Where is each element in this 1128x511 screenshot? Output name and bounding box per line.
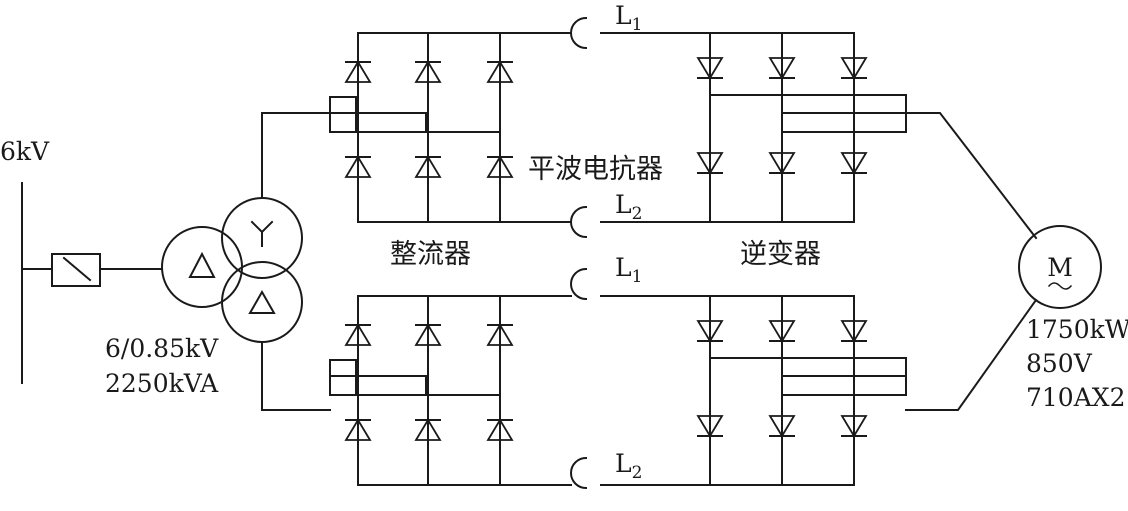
motor-voltage-label: 850V: [1026, 349, 1093, 378]
reactor-label: 平波电抗器: [528, 154, 663, 185]
rectifier-ac-input-bus: [329, 359, 357, 396]
diode-icon: [696, 152, 724, 175]
rectifier-ac-input-bus: [329, 375, 427, 396]
transformer-top-output-wire: [261, 112, 331, 199]
diode-icon: [768, 415, 796, 438]
diode-icon: [344, 418, 372, 441]
diode-icon: [768, 152, 796, 175]
motor-tilde-icon: [1047, 282, 1073, 290]
diode-icon: [768, 320, 796, 343]
diode-icon: [414, 418, 442, 441]
reactor-l2-bottom-coil: [570, 456, 588, 490]
rectifier-ac-input-bus: [329, 96, 357, 133]
diode-icon: [486, 155, 514, 178]
diode-icon: [840, 152, 868, 175]
diode-icon: [486, 418, 514, 441]
rectifier-label: 整流器: [390, 239, 471, 270]
reactor-l1-bottom-coil: [570, 267, 588, 301]
wye-symbol-icon: [250, 220, 274, 234]
inverter-label: 逆变器: [740, 239, 821, 270]
breaker-box: [51, 253, 101, 287]
diode-icon: [414, 323, 442, 346]
motor-symbol-label: M: [1047, 253, 1073, 282]
diode-icon: [344, 60, 372, 83]
diode-icon: [486, 60, 514, 83]
diode-icon: [414, 155, 442, 178]
motor-power-label: 1750kW: [1026, 315, 1128, 344]
motor-circle: [1018, 225, 1102, 309]
reactor-l1-top-label: L1: [615, 1, 642, 35]
reactor-l1-bottom-label: L1: [615, 253, 642, 287]
diode-icon: [840, 320, 868, 343]
inverter-ac-output-bus: [781, 112, 907, 133]
transformer-ratio-label: 6/0.85kV: [105, 334, 219, 363]
diode-icon: [696, 320, 724, 343]
rectifier-ac-input-bus: [329, 112, 427, 133]
diode-icon: [696, 415, 724, 438]
bus-voltage-label: 6kV: [0, 137, 50, 166]
diode-icon: [486, 323, 514, 346]
breaker-switch-blade: [62, 256, 92, 282]
delta-symbol-icon: [188, 251, 216, 278]
motor-current-label: 710AX2: [1026, 383, 1125, 412]
delta-symbol-icon: [248, 289, 276, 314]
motor-top-feed-wire: [905, 112, 1038, 240]
transformer-primary-winding: [161, 226, 243, 308]
diode-icon: [344, 323, 372, 346]
diode-icon: [696, 57, 724, 80]
diode-icon: [768, 57, 796, 80]
reactor-l2-top-label: L2: [615, 190, 642, 224]
diode-icon: [840, 415, 868, 438]
reactor-l1-top-coil: [570, 16, 588, 50]
inverter-ac-output-bus: [853, 357, 907, 396]
diode-icon: [414, 60, 442, 83]
reactor-l2-bottom-label: L2: [615, 449, 642, 483]
inverter-ac-output-bus: [781, 375, 907, 396]
motor-bottom-feed-wire: [905, 298, 1038, 411]
transformer-secondary-delta-winding: [221, 261, 303, 343]
transformer-rating-label: 2250kVA: [105, 369, 219, 398]
diode-icon: [840, 57, 868, 80]
reactor-l2-top-coil: [570, 205, 588, 239]
transformer-bottom-output-wire: [261, 341, 331, 411]
diode-icon: [344, 155, 372, 178]
